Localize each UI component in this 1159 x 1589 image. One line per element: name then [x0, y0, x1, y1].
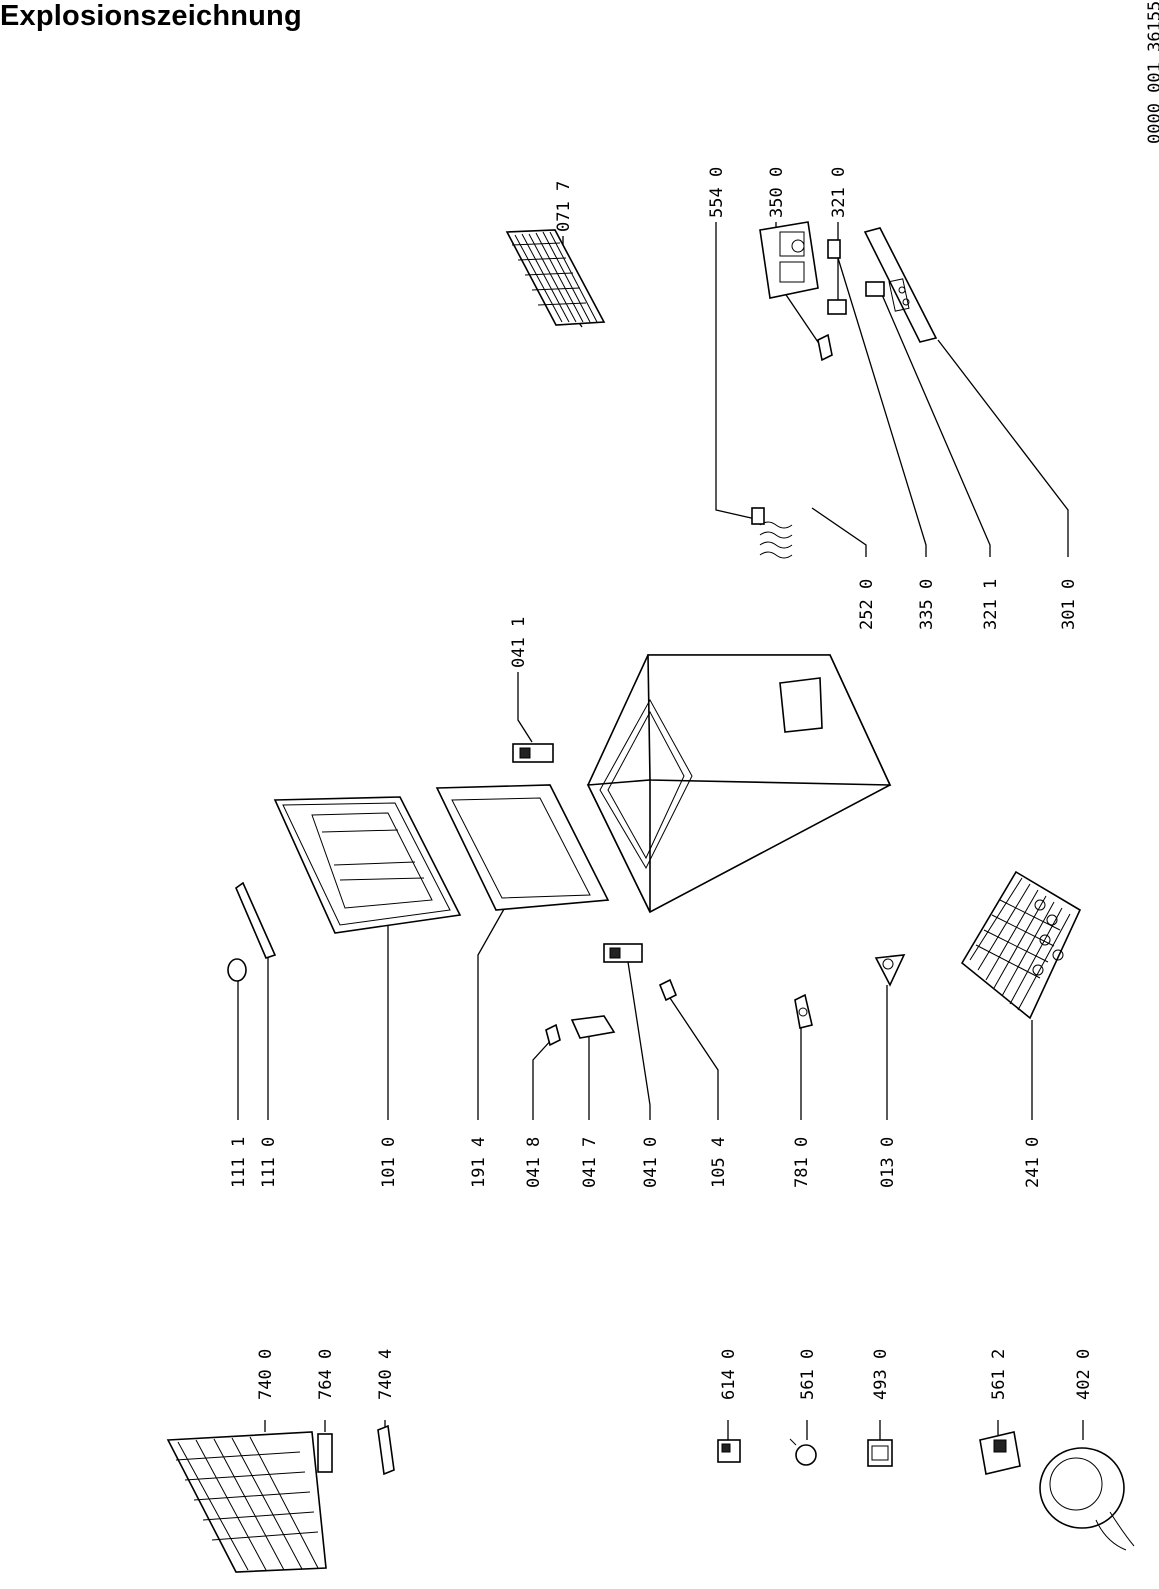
label-350-0: 350 0 [767, 167, 787, 218]
part-561-2 [979, 1431, 1021, 1475]
label-561-2: 561 2 [989, 1349, 1009, 1400]
label-041-0: 041 0 [641, 1137, 661, 1188]
label-111-1: 111 1 [229, 1137, 249, 1188]
label-781-0: 781 0 [792, 1137, 812, 1188]
knob-335-0 [827, 239, 841, 259]
bracket-740-4 [377, 1424, 395, 1476]
handle-bar [235, 881, 277, 959]
label-252-0: 252 0 [857, 579, 877, 630]
label-105-4: 105 4 [709, 1137, 729, 1188]
label-493-0: 493 0 [871, 1349, 891, 1400]
part-321-0 [827, 299, 847, 315]
page-title: Explosionszeichnung [0, 0, 302, 32]
label-041-1: 041 1 [509, 617, 529, 668]
label-111-0: 111 0 [259, 1137, 279, 1188]
label-740-4: 740 4 [376, 1349, 396, 1400]
label-335-0: 335 0 [917, 579, 937, 630]
label-101-0: 101 0 [379, 1137, 399, 1188]
part-781-0 [794, 993, 813, 1029]
label-191-4: 191 4 [469, 1137, 489, 1188]
label-554-0: 554 0 [707, 167, 727, 218]
part-561-0 [789, 1438, 817, 1466]
label-041-7: 041 7 [580, 1137, 600, 1188]
lid [273, 796, 462, 934]
compressor [1039, 1447, 1135, 1551]
cabinet-body [586, 654, 892, 914]
part-105-4 [658, 978, 678, 1002]
basket [960, 870, 1082, 1020]
label-561-0: 561 0 [798, 1349, 818, 1400]
label-321-1: 321 1 [981, 579, 1001, 630]
label-241-0: 241 0 [1023, 1137, 1043, 1188]
hinge-041-1 [512, 743, 554, 763]
hinge-041-7 [570, 1015, 616, 1039]
part-321-1 [865, 281, 885, 297]
grille [505, 229, 606, 326]
label-071-7: 071 7 [554, 181, 574, 232]
label-614-0: 614 0 [719, 1349, 739, 1400]
sensor-coil [751, 507, 793, 559]
label-013-0: 013 0 [878, 1137, 898, 1188]
label-041-8: 041 8 [524, 1137, 544, 1188]
label-321-0: 321 0 [829, 167, 849, 218]
part-041-8 [545, 1023, 561, 1047]
label-740-0: 740 0 [256, 1349, 276, 1400]
thermostat-housing [759, 221, 819, 299]
lid-gasket [435, 784, 610, 911]
dryer-filter [317, 1433, 333, 1473]
condenser [166, 1431, 327, 1573]
part-493-0 [867, 1439, 893, 1467]
control-panel [863, 227, 938, 343]
label-301-0: 301 0 [1059, 579, 1079, 630]
clip-350-0 [817, 333, 833, 362]
label-764-0: 764 0 [316, 1349, 336, 1400]
hinge-041-0 [603, 943, 643, 963]
relay-614-0 [717, 1439, 741, 1463]
part-labels: 111 1 111 0 101 0 191 4 041 8 041 7 041 … [229, 167, 1094, 1400]
handle-cap [227, 958, 247, 982]
part-013-0 [874, 954, 906, 987]
label-402-0: 402 0 [1074, 1349, 1094, 1400]
